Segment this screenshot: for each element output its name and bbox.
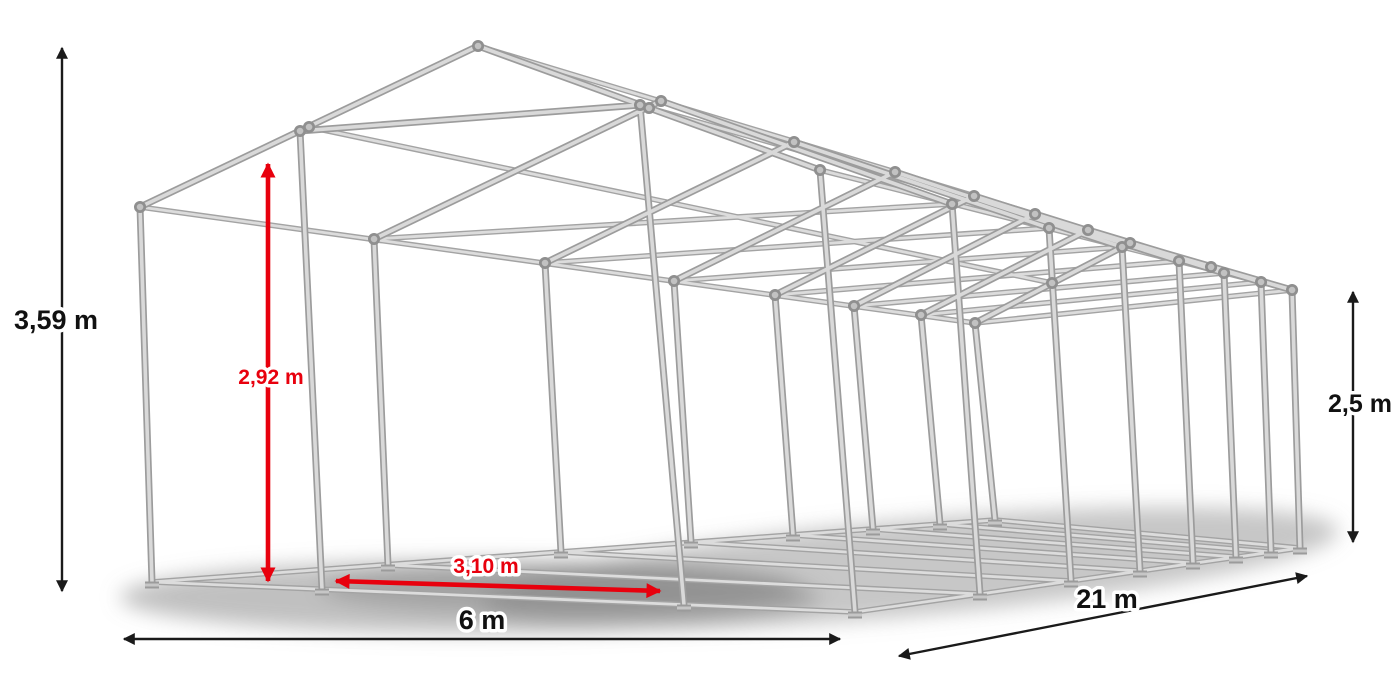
dim-total-height: 3,59 m (11, 46, 102, 593)
dim-arrow-length (897, 572, 1309, 660)
dim-label-total-height: 3,59 m (14, 305, 98, 335)
dim-label-length: 21 m (1076, 584, 1138, 614)
dim-side-height: 2,5 m (1325, 290, 1395, 544)
dim-clear-height: 2,92 m (235, 162, 307, 583)
dim-width: 6 m (122, 602, 842, 645)
dim-label-clear-height: 2,92 m (238, 366, 303, 389)
dim-entrance-width: 3,10 m (334, 552, 662, 599)
roof-purlins-and-ties (140, 46, 1292, 323)
dim-arrow-entrance-width (334, 573, 662, 599)
dim-label-width: 6 m (459, 605, 506, 635)
dim-label-side-height: 2,5 m (1328, 390, 1392, 418)
dim-label-entrance-width: 3,10 m (453, 555, 518, 578)
dim-length: 21 m (897, 572, 1309, 660)
